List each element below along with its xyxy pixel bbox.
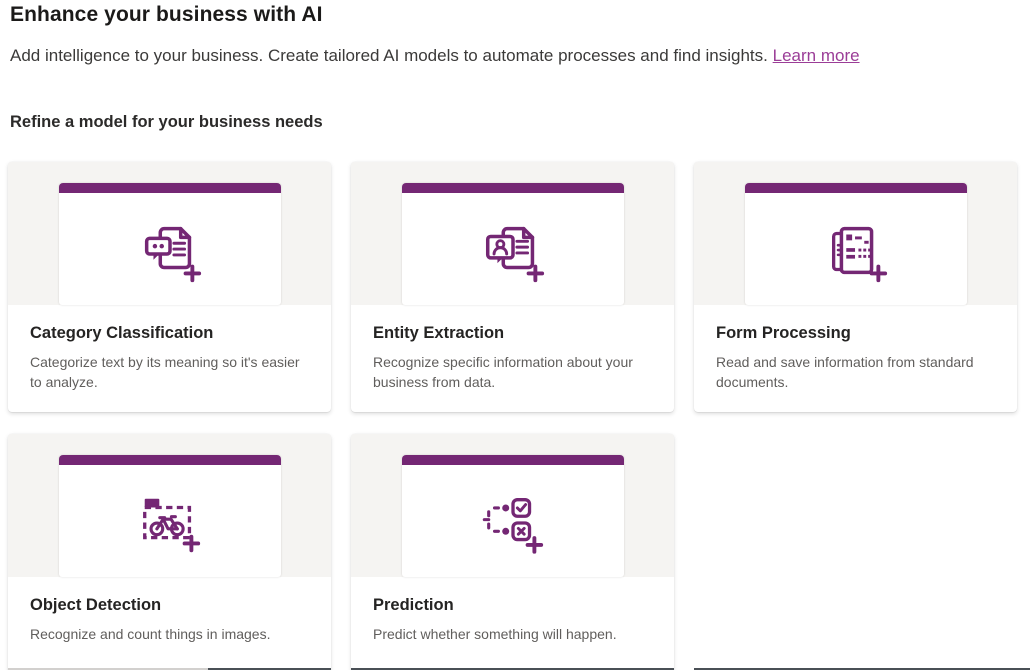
card-panel: [744, 183, 967, 305]
page-bottom-divider-light: [8, 668, 208, 670]
model-card-entity-extraction[interactable]: Entity Extraction Recognize specific inf…: [351, 162, 674, 412]
model-card-object-detection[interactable]: Object Detection Recognize and count thi…: [8, 434, 331, 670]
card-panel: [401, 455, 624, 577]
card-description: Predict whether something will happen.: [373, 626, 617, 642]
card-preview: [351, 434, 674, 577]
card-accent-bar: [401, 183, 624, 193]
form-processing-icon: [831, 226, 887, 283]
page-bottom-divider-dark: [351, 668, 674, 670]
learn-more-link[interactable]: Learn more: [772, 46, 860, 65]
card-preview: [351, 162, 674, 305]
card-title: Entity Extraction: [373, 324, 505, 342]
card-panel: [58, 455, 281, 577]
category-classification-icon: [144, 226, 201, 283]
card-preview: [8, 162, 331, 305]
card-panel: [401, 183, 624, 305]
page-title: Enhance your business with AI: [10, 3, 323, 26]
card-accent-bar: [58, 183, 281, 193]
object-detection-icon: [142, 498, 200, 553]
entity-extraction-icon: [485, 226, 544, 283]
card-title: Object Detection: [30, 596, 162, 614]
card-preview: [694, 162, 1017, 305]
card-preview: [8, 434, 331, 577]
model-card-form-processing[interactable]: Form Processing Read and save informatio…: [694, 162, 1017, 412]
card-panel: [58, 183, 281, 305]
page-subtitle-text: Add intelligence to your business. Creat…: [10, 46, 768, 65]
card-title: Form Processing: [716, 324, 851, 342]
card-accent-bar: [401, 455, 624, 465]
section-title: Refine a model for your business needs: [10, 113, 323, 131]
card-title: Prediction: [373, 596, 454, 614]
card-accent-bar: [58, 455, 281, 465]
model-card-prediction[interactable]: Prediction Predict whether something wil…: [351, 434, 674, 670]
card-description: Recognize and count things in images.: [30, 626, 271, 642]
card-description: Read and save information from standard …: [716, 354, 974, 390]
card-description: Categorize text by its meaning so it's e…: [30, 354, 300, 390]
card-description: Recognize specific information about you…: [373, 354, 633, 390]
card-accent-bar: [744, 183, 967, 193]
card-title: Category Classification: [30, 324, 214, 342]
page-subtitle: Add intelligence to your business. Creat…: [10, 46, 860, 66]
page-bottom-divider-dark: [208, 668, 331, 670]
model-cards-grid: Category Classification Categorize text …: [8, 162, 1022, 670]
page-bottom-divider-dark: [694, 668, 1030, 670]
prediction-icon: [482, 498, 543, 554]
model-card-category-classification[interactable]: Category Classification Categorize text …: [8, 162, 331, 412]
